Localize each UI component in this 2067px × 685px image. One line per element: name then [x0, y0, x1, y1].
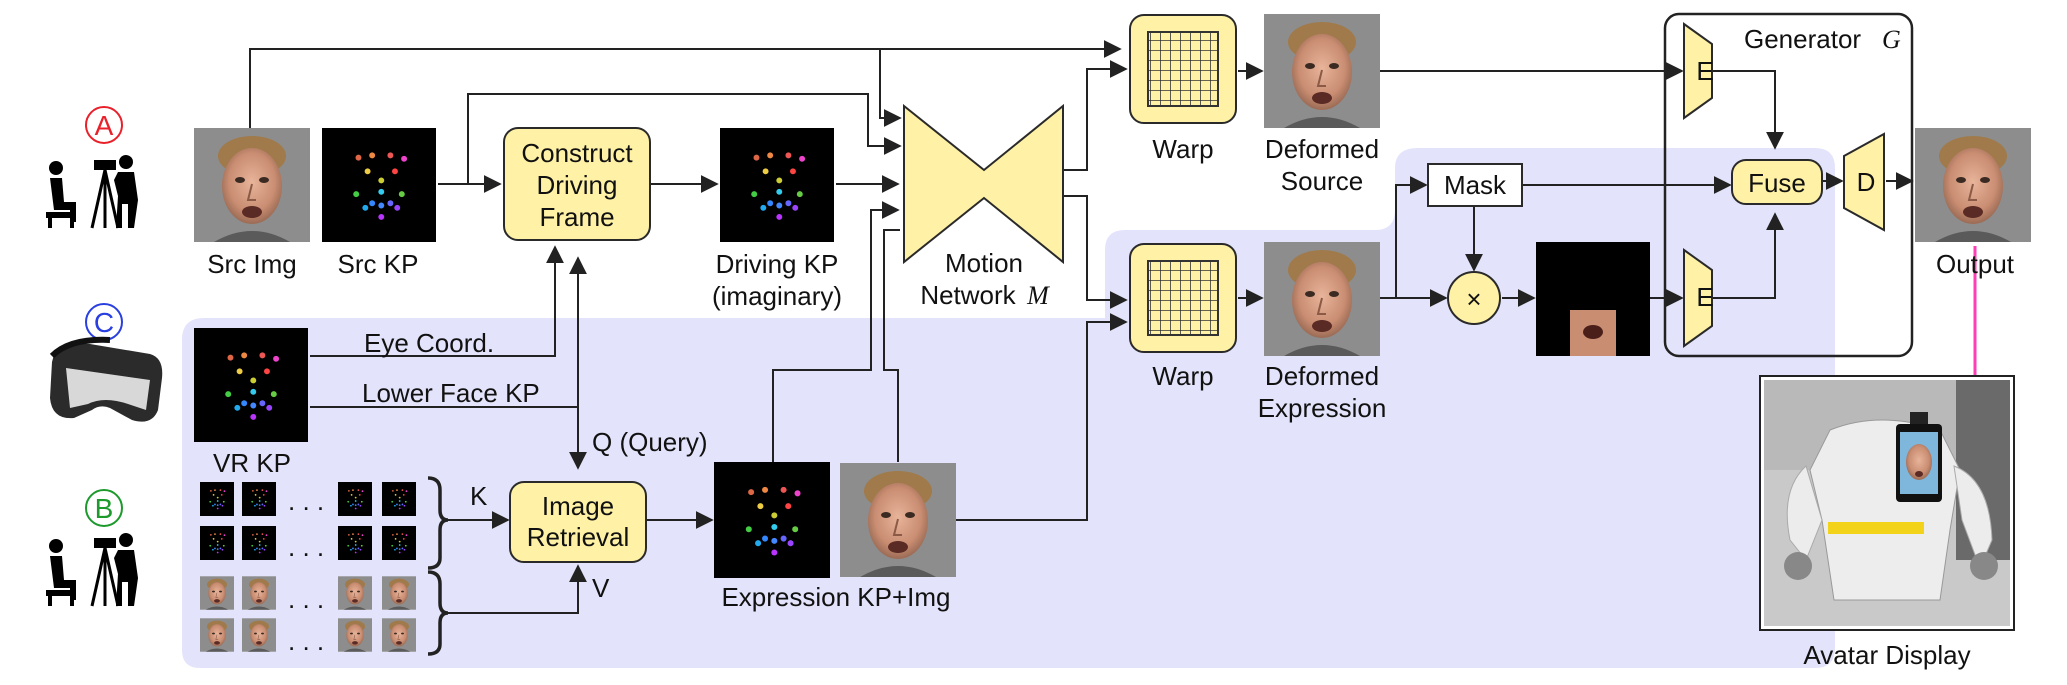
deformed-expression-label-1: Deformed	[1265, 361, 1379, 391]
warp-bottom-block	[1129, 243, 1237, 353]
deformed-expression-img	[1264, 242, 1380, 356]
dots-row1: . . .	[288, 486, 324, 516]
encoder-bottom-label: E	[1696, 282, 1713, 312]
observer-icon-a	[44, 153, 140, 230]
src-img	[194, 128, 310, 242]
avatar-display-label: Avatar Display	[1803, 640, 1970, 670]
construct-driving-frame-block: Construct Driving Frame	[503, 127, 651, 241]
expression-kp-image	[714, 462, 830, 578]
lower-face-kp-label: Lower Face KP	[362, 378, 540, 408]
driving-kp-sublabel: (imaginary)	[712, 281, 842, 311]
decoder: D	[1843, 132, 1885, 232]
warp-top-label: Warp	[1152, 134, 1213, 164]
connections	[249, 40, 1914, 656]
vr-headset-icon	[49, 336, 163, 422]
deformed-source-img	[1264, 14, 1380, 128]
deformed-expression-label-2: Expression	[1258, 393, 1387, 423]
expression-img	[840, 462, 956, 578]
warp-top-block	[1129, 14, 1237, 124]
vr-kp-image	[194, 328, 308, 442]
driving-kp-label: Driving KP	[716, 249, 839, 279]
dots-row4: . . .	[288, 626, 324, 656]
generator-symbol: G	[1882, 25, 1901, 54]
output-label: Output	[1936, 249, 2015, 279]
query-label: Q (Query)	[592, 427, 708, 457]
construct-label-3: Frame	[539, 202, 614, 232]
badge-c: C	[85, 303, 123, 341]
retrieval-label-1: Image	[542, 491, 614, 521]
motion-network-label: Network	[920, 280, 1016, 310]
encoder-bottom: E	[1683, 248, 1714, 348]
fuse-block: Fuse	[1731, 159, 1823, 205]
retrieval-label-2: Retrieval	[527, 522, 630, 552]
output-img	[1914, 128, 2032, 242]
encoder-top-label: E	[1696, 56, 1713, 86]
badge-b: B	[85, 489, 123, 527]
construct-label-1: Construct	[521, 138, 633, 168]
motion-symbol: M	[1026, 281, 1050, 310]
multiply-label: ×	[1466, 284, 1481, 314]
driving-kp-image	[720, 128, 834, 242]
value-label: V	[592, 573, 610, 603]
src-kp-image	[322, 128, 436, 242]
warp-bottom-label: Warp	[1152, 361, 1213, 391]
motion-network-shape	[903, 103, 1064, 265]
dots-row3: . . .	[288, 584, 324, 614]
badge-b-label: B	[95, 493, 114, 524]
badge-a-label: A	[95, 110, 114, 141]
src-img-label: Src Img	[207, 249, 297, 279]
mask-label: Mask	[1444, 170, 1507, 200]
deformed-source-label-2: Source	[1281, 166, 1363, 196]
fuse-label: Fuse	[1748, 168, 1806, 198]
mask-block: Mask	[1427, 163, 1523, 207]
masked-expression-img	[1536, 242, 1650, 356]
motion-label: Motion	[945, 248, 1023, 278]
badge-c-label: C	[94, 307, 114, 338]
construct-label-2: Driving	[537, 170, 618, 200]
dots-row2: . . .	[288, 532, 324, 562]
multiply-node: ×	[1447, 271, 1501, 325]
observer-icon-b	[44, 531, 140, 608]
key-label: K	[470, 481, 488, 511]
vr-kp-label: VR KP	[213, 448, 291, 478]
avatar-display-photo	[1759, 375, 2015, 631]
expression-kp-img-label: Expression KP+Img	[721, 582, 950, 612]
deformed-source-label-1: Deformed	[1265, 134, 1379, 164]
image-retrieval-block: Image Retrieval	[509, 481, 647, 563]
eye-coord-label: Eye Coord.	[364, 328, 494, 358]
badge-a: A	[85, 106, 123, 144]
generator-label: Generator	[1744, 24, 1861, 54]
decoder-label: D	[1857, 167, 1876, 197]
src-kp-label: Src KP	[338, 249, 419, 279]
encoder-top: E	[1683, 22, 1714, 120]
